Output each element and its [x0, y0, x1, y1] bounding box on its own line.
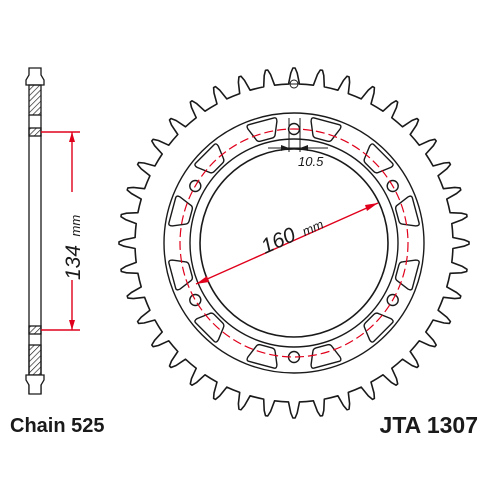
side-profile-top-cap: [25, 67, 45, 86]
bolt-hole-label: 10.5: [298, 154, 324, 169]
side-profile-top-hatch: [28, 84, 42, 116]
hub-width-arrow-bottom: [69, 320, 75, 330]
bolt-circle-ring: [163, 112, 425, 374]
hub-width-label-bg: [60, 192, 86, 280]
hub-width-value: 134: [62, 245, 85, 280]
side-profile-bottom-hatch: [28, 344, 42, 376]
lightening-hole: [363, 143, 394, 174]
pcd-arrow-right: [365, 203, 378, 211]
bolt-hole-arrow-left: [281, 145, 289, 151]
pcd-arrow-left: [196, 276, 209, 284]
chain-size-label: Chain 525: [10, 415, 105, 437]
pcd-dimension-line: [195, 202, 379, 285]
hub-width-label: 134 mm: [62, 215, 85, 280]
side-profile-bottom-cap: [25, 374, 45, 395]
lightening-hole: [363, 312, 394, 343]
pcd-circle: [179, 128, 409, 358]
hub-width-arrow-top: [69, 132, 75, 142]
hub-width-dimension: 134 mm: [41, 131, 86, 331]
side-profile-view: [25, 67, 45, 395]
lightening-hole: [394, 195, 420, 227]
center-bore: [199, 148, 389, 338]
part-number-label: JTA 1307: [379, 412, 478, 438]
side-profile-lower-hub: [28, 325, 42, 335]
bolt-hole-arrow-right: [300, 145, 308, 151]
hub-width-unit: mm: [68, 215, 83, 237]
bolt-hole: [189, 293, 202, 307]
top-center-mark: [287, 79, 301, 89]
lightening-hole: [194, 143, 225, 174]
lightening-hole-ring-inner: [189, 138, 399, 348]
lightening-hole: [194, 312, 225, 343]
lightening-hole: [246, 343, 278, 369]
side-profile-upper-hub: [28, 127, 42, 137]
